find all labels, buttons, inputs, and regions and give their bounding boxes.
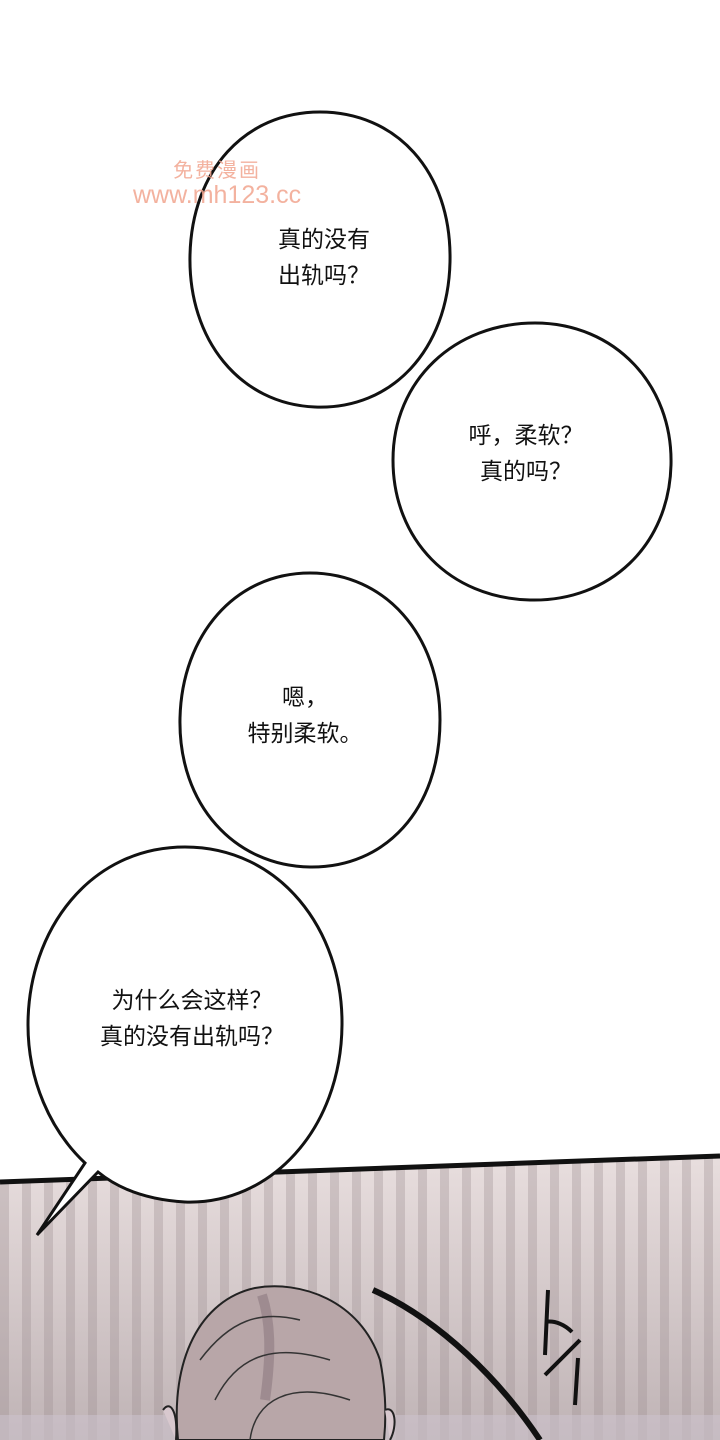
bubble-3-text: 嗯， 特别柔软。 (247, 685, 363, 747)
bubble-4-text: 为什么会这样？ 真的没有出轨吗？ (100, 988, 284, 1050)
speech-bubble-3 (178, 571, 442, 869)
speech-bubble-2 (391, 321, 673, 602)
motion-lines (371, 1287, 582, 1440)
speech-bubble-4 (26, 845, 344, 1237)
bubble-2-text: 呼，柔软？ 真的吗？ (468, 423, 584, 485)
lower-panel (0, 1153, 720, 1440)
speech-bubble-1 (188, 110, 452, 409)
bubble-1-text: 真的没有 出轨吗？ (278, 227, 370, 289)
watermark: 免费漫画 www.mh123.cc (133, 160, 302, 209)
character-head (162, 1285, 396, 1440)
